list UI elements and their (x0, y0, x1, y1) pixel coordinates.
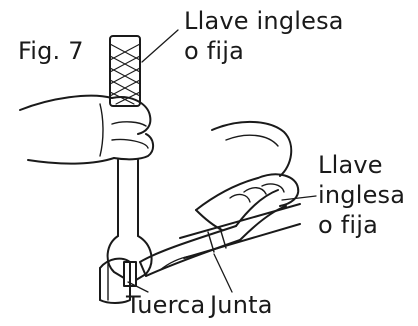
right-wrench-label-line2: inglesa (318, 180, 405, 210)
leader-right-wrench (282, 196, 316, 200)
leader-top-wrench (142, 30, 178, 62)
top-wrench-label-line2: o fija (184, 36, 244, 66)
right-wrench-label-line1: Llave (318, 150, 383, 180)
top-wrench-label-line1: Llave inglesa (184, 6, 344, 36)
right-wrench-label-line3: o fija (318, 210, 378, 240)
joint-label: Junta (210, 290, 273, 320)
leader-joint (214, 254, 232, 292)
top-wrench (108, 36, 152, 286)
figure-number-label: Fig. 7 (18, 36, 84, 66)
right-wrench (140, 190, 286, 276)
nut-label: Tuerca (126, 290, 205, 320)
leader-lines (128, 30, 316, 292)
